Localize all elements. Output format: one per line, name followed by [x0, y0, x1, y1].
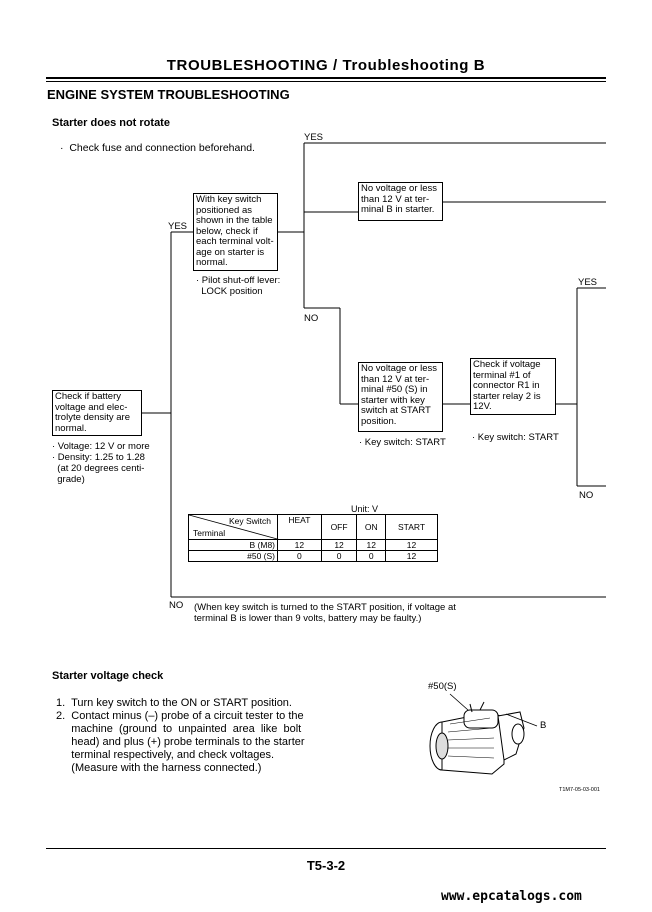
yes-label-left: YES [168, 221, 188, 232]
yes-label-top: YES [304, 132, 324, 143]
table-row-label: B (M8) [188, 539, 278, 551]
table-cell: 12 [385, 539, 438, 551]
table-cell: 0 [320, 550, 358, 562]
terminal-50-note: · Key switch: START [359, 437, 446, 448]
step-line: 1. Turn key switch to the ON or START po… [56, 697, 292, 709]
table-cell: 12 [356, 539, 387, 551]
step-line: machine (ground to unpainted area like b… [56, 723, 302, 735]
table-unit: Unit: V [351, 504, 379, 514]
terminal-50-box: No voltage or less than 12 V at ter- min… [358, 362, 443, 432]
no-label-mid: NO [304, 313, 319, 324]
section-title: ENGINE SYSTEM TROUBLESHOOTING [47, 87, 290, 102]
figure-label-b: B [540, 720, 547, 731]
table-row: #50 (S) 0 0 0 12 [188, 550, 438, 562]
voltage-check-steps: 1. Turn key switch to the ON or START po… [56, 697, 318, 775]
table-cell: 12 [320, 539, 358, 551]
yes-label-right: YES [578, 277, 598, 288]
battery-fault-note: (When key switch is turned to the START … [194, 602, 456, 624]
table-cell: 0 [277, 550, 322, 562]
table-cell: 12 [277, 539, 322, 551]
table-header-cell: OFF [320, 514, 358, 540]
starter-motor-illustration [429, 693, 538, 775]
table-corner-cell: Key Switch Terminal [188, 514, 281, 540]
terminal-b-box: No voltage or less than 12 V at ter- min… [358, 182, 443, 221]
starter-note: · Check fuse and connection beforehand. [60, 142, 255, 154]
table-row-label: #50 (S) [188, 550, 278, 562]
battery-check-box: Check if battery voltage and elec- troly… [52, 390, 142, 436]
voltage-check-subtitle: Starter voltage check [52, 670, 164, 682]
step-line: head) and plus (+) probe terminals to th… [56, 736, 305, 748]
step-line: 2. Contact minus (–) probe of a circuit … [56, 710, 304, 722]
keyswitch-check-note: · Pilot shut-off lever: LOCK position [196, 275, 281, 297]
page-header-title: TROUBLESHOOTING / Troubleshooting B [166, 57, 486, 74]
watermark-url[interactable]: www.epcatalogs.com [441, 889, 582, 904]
table-header-cell: ON [356, 514, 387, 540]
no-label-bottom: NO [169, 600, 184, 611]
table-header-cell: START [385, 514, 438, 540]
battery-check-note: · Voltage: 12 V or more · Density: 1.25 … [52, 441, 150, 485]
table-row: B (M8) 12 12 12 12 [188, 539, 438, 551]
step-line: (Measure with the harness connected.) [56, 762, 262, 774]
footer-rule [46, 848, 606, 849]
table-corner-key-switch: Key Switch [228, 516, 271, 526]
figure-code: T1M7-05-03-001 [559, 787, 600, 793]
starter-relay-box: Check if voltage terminal #1 of connecto… [470, 358, 556, 415]
page-number: T5-3-2 [306, 858, 346, 873]
table-cell: 12 [385, 550, 438, 562]
header-rule-thin [46, 81, 606, 82]
keyswitch-voltage-table: Key Switch Terminal HEAT OFF ON START B … [188, 514, 438, 562]
header-rule-thick [46, 77, 606, 79]
table-header-cell: HEAT [277, 514, 322, 540]
starter-subtitle: Starter does not rotate [52, 117, 170, 129]
table-corner-terminal: Terminal [193, 528, 226, 538]
starter-relay-note: · Key switch: START [472, 432, 559, 443]
table-cell: 0 [356, 550, 387, 562]
figure-label-50s: #50(S) [428, 681, 457, 692]
no-label-right: NO [579, 490, 594, 501]
keyswitch-check-box: With key switch positioned as shown in t… [193, 193, 278, 271]
step-line: terminal respectively, and check voltage… [56, 749, 275, 761]
